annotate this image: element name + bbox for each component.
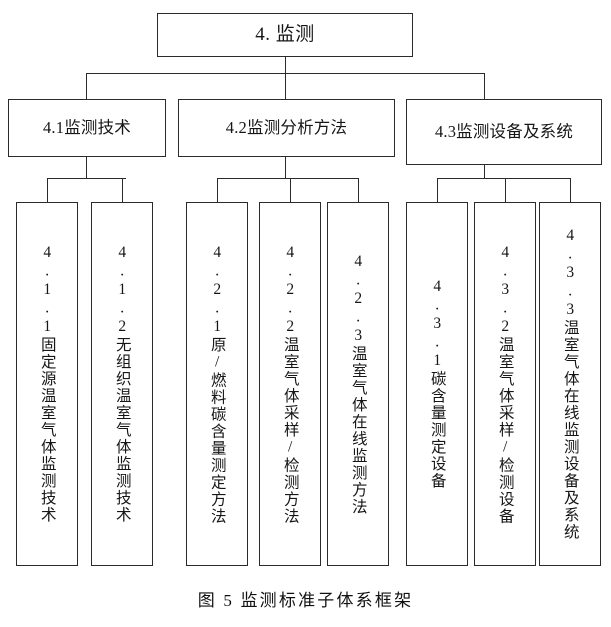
node-4-2-2-ghg-sampling-detection-method: 4.2.2温室气体采样/检测方法 (259, 202, 321, 566)
node-4-1-monitoring-technology: 4.1监测技术 (8, 99, 166, 157)
node-4-2-3-ghg-online-monitoring-method: 4.2.3温室气体在线监测方法 (327, 202, 389, 566)
connector-drop-4-2-1 (216, 178, 218, 202)
connector-root-stem (284, 57, 286, 74)
figure-caption: 图 5 监测标准子体系框架 (197, 591, 414, 610)
node-4-3-2-ghg-sampling-detection-equipment: 4.3.2温室气体采样/检测设备 (474, 202, 536, 566)
node-4-3-3-ghg-online-monitoring-equipment-systems: 4.3.3温室气体在线监测设备及系统 (539, 202, 601, 566)
connector-4-1-stem (86, 157, 88, 178)
connector-drop-4-3 (484, 73, 486, 99)
connector-4-1-bus (46, 178, 126, 180)
connector-4-3-bus (436, 178, 570, 180)
connector-drop-4-2-3 (357, 178, 359, 202)
node-4-1-1-stationary-source-ghg-monitoring-technology: 4.1.1固定源温室气体监测技术 (16, 202, 78, 566)
connector-drop-4-3-3 (569, 178, 571, 202)
connector-drop-4-1 (86, 73, 88, 99)
connector-drop-4-3-1 (436, 178, 438, 202)
connector-4-3-stem (484, 165, 486, 178)
connector-drop-4-3-2 (504, 178, 506, 202)
connector-drop-4-1-2 (121, 178, 123, 202)
connector-drop-4-1-1 (46, 178, 48, 202)
node-4-2-analysis-methods: 4.2监测分析方法 (178, 99, 395, 157)
connector-drop-4-2 (284, 73, 286, 99)
node-4-3-1-carbon-content-determination-equipment: 4.3.1碳含量测定设备 (406, 202, 468, 566)
node-4-2-1-raw-fuel-carbon-content-determination-method: 4.2.1原/燃料碳含量测定方法 (186, 202, 248, 566)
node-root-4-monitoring: 4. 监测 (157, 13, 413, 57)
connector-drop-4-2-2 (289, 178, 291, 202)
connector-4-2-bus (216, 178, 359, 180)
connector-4-2-stem (284, 157, 286, 178)
node-4-3-equipment-systems: 4.3监测设备及系统 (406, 99, 602, 165)
node-4-1-2-fugitive-ghg-monitoring-technology: 4.1.2无组织温室气体监测技术 (91, 202, 153, 566)
